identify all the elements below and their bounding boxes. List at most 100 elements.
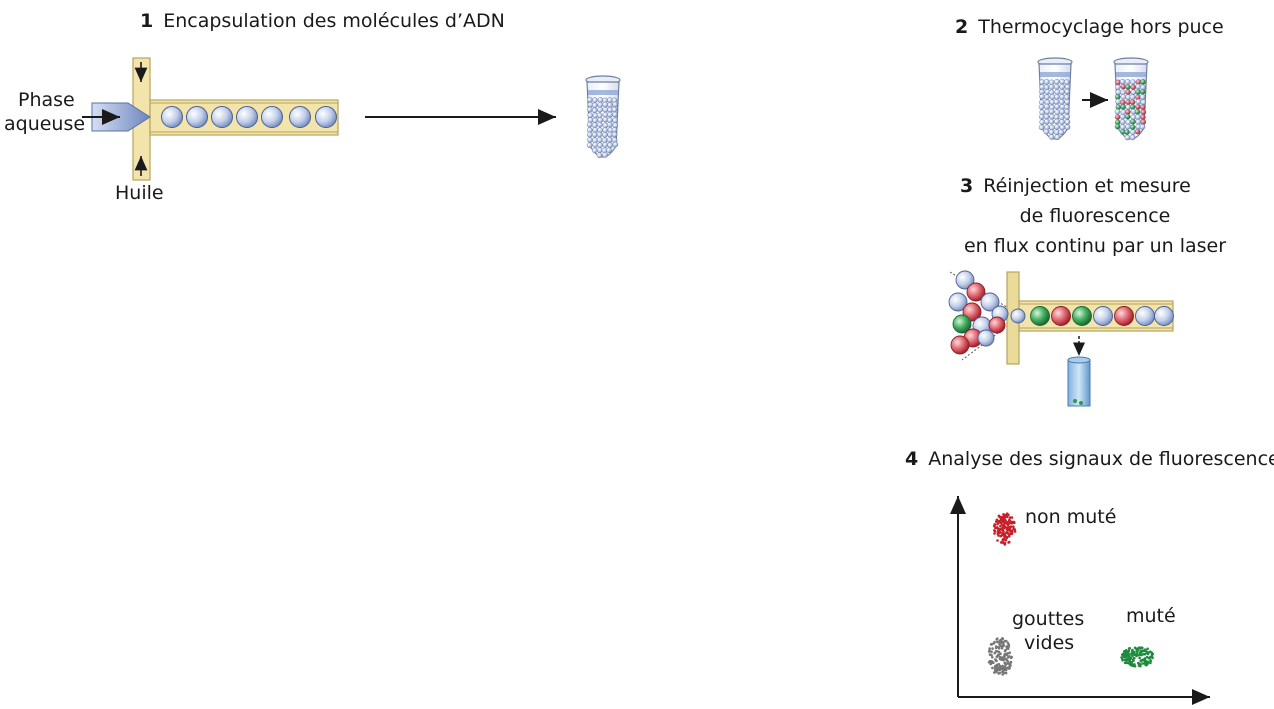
cluster-dot [1005,666,1009,670]
cluster-dot [995,655,999,659]
cluster-dot [997,672,1000,675]
label-empty-line2: vides [1024,632,1075,654]
cluster-non-mute [993,512,1017,546]
tube-droplet [1054,109,1061,116]
cluster-dot [1129,657,1133,660]
tube-droplet [1134,128,1141,135]
cluster-dot [1006,515,1009,519]
tube-droplet [611,131,618,138]
cluster-dot [997,519,1001,523]
cluster-dot [999,652,1002,655]
tube-droplet [1125,84,1131,90]
cluster-dot [1013,530,1017,533]
cluster-dot [999,519,1003,522]
cluster-dot [1001,528,1005,531]
cluster-dot [1127,652,1130,656]
tube-droplet [1038,104,1045,110]
tube-droplet [592,127,598,133]
tube-droplet [1114,94,1121,100]
cluster-dot [1146,652,1150,656]
tube-droplet [1120,83,1127,90]
tube-step1 [585,75,621,159]
cluster-dot [1149,661,1152,665]
cluster-dot [1004,539,1008,542]
tube-droplet [1039,93,1045,100]
cluster-dot [1005,535,1009,539]
tube-droplet [1064,114,1071,120]
cluster-dot [996,640,999,644]
cluster-dot [1002,658,1005,662]
tube-droplet [597,101,604,108]
tube-droplet [602,106,609,113]
tube-droplet [1064,88,1071,95]
tube-droplet [602,152,608,158]
cluster-dot [1001,520,1005,523]
tube-droplet [1119,119,1126,125]
tube-droplet [1059,124,1066,131]
tube-droplet [1059,83,1066,90]
cluster-dot [1009,521,1013,525]
oil-label: Huile [115,182,164,204]
tube-droplet [1039,88,1045,95]
cluster-dot [1150,651,1153,654]
tube-droplet [1048,84,1055,90]
cluster-dot [1008,540,1011,544]
step3-line1: Réinjection et mesure [983,175,1191,197]
tube-droplet [1135,89,1141,95]
cluster-dot [1150,653,1154,657]
cluster-dot [1121,659,1124,662]
cluster-dot [995,520,998,523]
cluster-dot [987,660,991,664]
cluster-dot [1137,653,1140,657]
phase-label-line1: Phase [18,89,75,111]
cluster-empty-droplets [987,637,1013,676]
cluster-dot [1145,655,1149,659]
tube-droplet [612,101,618,108]
cluster-dot [1003,661,1006,664]
cluster-dot [998,530,1001,534]
tube-droplet [611,106,618,113]
phase-label-line2: aqueuse [4,113,86,135]
cluster-dot [1009,525,1013,528]
tube-droplet [592,142,599,148]
tube-droplet [1135,104,1141,110]
tube-droplet [597,121,603,128]
encapsulation-chip [82,57,339,181]
tube-droplet [1129,134,1136,141]
tube-droplet [1124,129,1130,135]
tube-droplet [591,107,598,114]
tube-droplet [1130,89,1137,96]
cluster-dot [1127,661,1131,665]
cluster-dot [1138,651,1142,655]
tube-droplet [1115,84,1121,91]
tube-droplet [1120,94,1127,100]
cluster-dot [997,650,1001,654]
cluster-dot [988,649,991,652]
tube-droplet [596,152,603,159]
channel-droplets [1030,306,1174,326]
funnel-droplets [948,270,1026,355]
cluster-dot [1124,661,1128,664]
tube-droplet [606,147,612,153]
cluster-dot [996,637,999,640]
tube-step2-before [1037,57,1073,140]
cluster-dot [1008,516,1012,519]
tube-droplet [1124,113,1131,120]
cluster-dot [991,647,994,650]
cluster-dot [999,524,1002,528]
step3-line3-box: en flux continu par un laser [960,235,1230,257]
cluster-dot [1130,649,1134,653]
cluster-dot [1143,657,1147,660]
cluster-dot [1002,643,1005,646]
tube-droplet [1039,79,1045,85]
tube-droplet [1043,79,1050,85]
cluster-dot [1003,534,1006,537]
cluster-dot [995,663,999,667]
cluster-dot [1003,536,1006,539]
droplets-step1 [161,106,337,128]
cluster-dot [1003,666,1006,669]
cluster-dot [1012,520,1015,524]
cluster-dot [1141,662,1144,665]
